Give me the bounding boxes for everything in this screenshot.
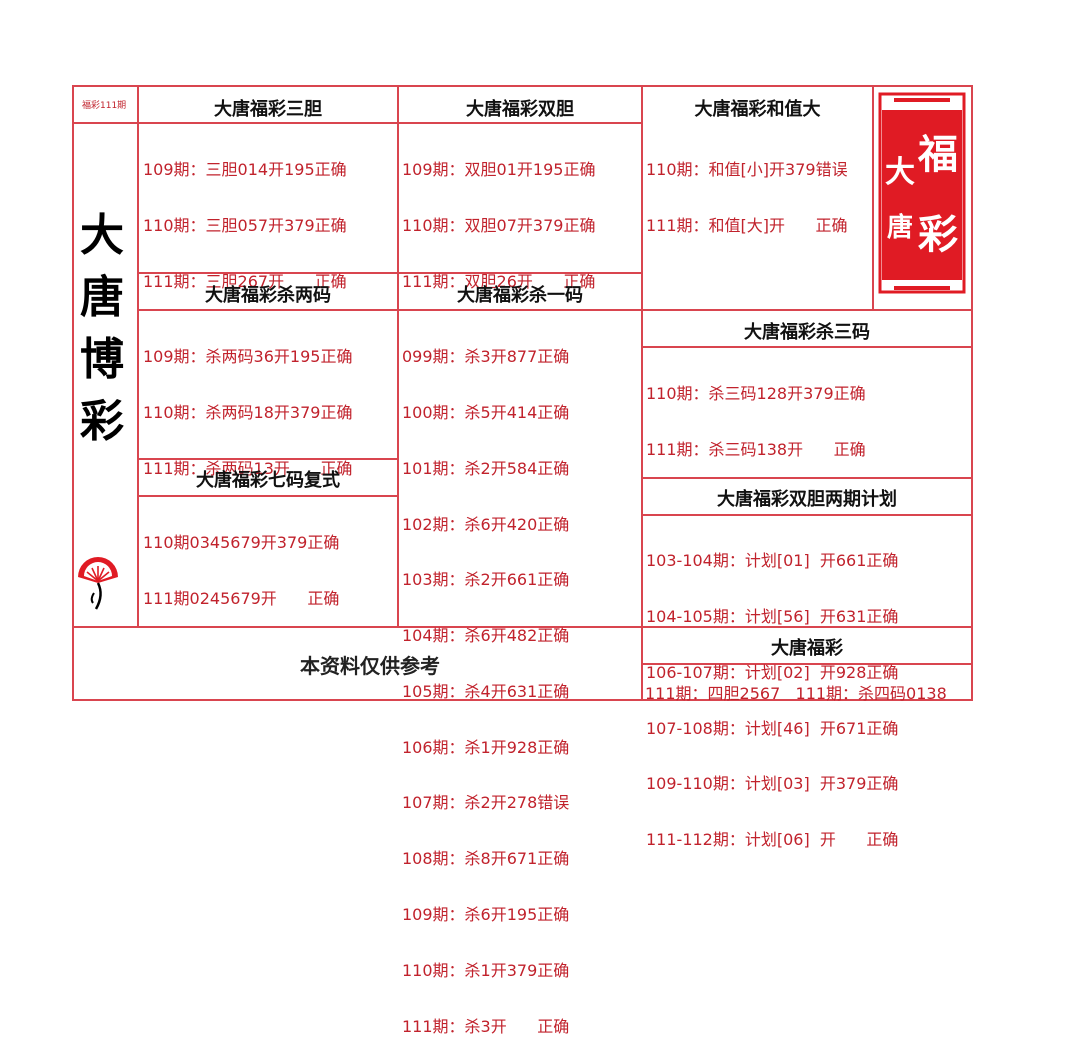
section-qima-list: 110期0345679开379正确 111期0245679开 正确: [143, 497, 339, 627]
list-item: 110期：和值[小]开379错误: [646, 160, 848, 180]
list-item: 110期0345679开379正确: [143, 533, 340, 553]
section-title-shuangdan: 大唐福彩双胆: [466, 99, 574, 120]
rule-right-5: [641, 626, 973, 628]
section-title-shayi: 大唐福彩杀一码: [457, 285, 583, 306]
list-item: 104-105期：计划[56] 开631正确: [646, 606, 899, 626]
divider-v2: [397, 85, 399, 628]
datang-summary-line: 111期：四胆2567 111期：杀四码0138: [645, 684, 947, 703]
fan-logo-icon: [78, 557, 118, 610]
brand-vertical-title: 大 唐 博 彩: [78, 205, 126, 453]
list-item: 111期0245679开 正确: [143, 588, 340, 608]
issue-label: 福彩111期: [82, 101, 127, 111]
list-item: 107-108期：计划[46] 开671正确: [646, 718, 899, 738]
datang-seal-icon: 福 彩 大 唐: [878, 92, 966, 294]
brand-char: 唐: [80, 272, 124, 323]
rule-seven-top: [137, 458, 398, 460]
list-item: 100期：杀5开414正确: [402, 402, 570, 422]
rule-seven-bottom: [137, 495, 398, 497]
rule-right-2: [641, 346, 973, 348]
list-item: 101期：杀2开584正确: [402, 458, 570, 478]
list-item: 103-104期：计划[01] 开661正确: [646, 551, 899, 571]
rule-mid-2: [137, 309, 642, 311]
list-item: 109期：三胆014开195正确: [143, 160, 347, 180]
section-title-hezhi: 大唐福彩和值大: [694, 99, 821, 120]
seal-char: 唐: [887, 212, 913, 243]
list-item: 109期：杀两码36开195正确: [143, 347, 353, 367]
list-item: 109-110期：计划[03] 开379正确: [646, 774, 899, 794]
section-shasan-list: 110期：杀三码128开379正确 111期：杀三码138开 正确: [646, 348, 866, 478]
section-title-liangqi: 大唐福彩双胆两期计划: [717, 489, 897, 510]
rule-right-1: [641, 309, 973, 311]
rule-right-3: [641, 477, 973, 479]
list-item: 106期：杀1开928正确: [402, 737, 570, 757]
list-item: 110期：杀1开379正确: [402, 960, 570, 980]
section-title-datang: 大唐福彩: [771, 638, 843, 659]
list-item: 110期：双胆07开379正确: [402, 215, 596, 235]
divider-v1: [137, 85, 139, 628]
seal-char: 彩: [918, 211, 958, 258]
list-item: 106-107期：计划[02] 开928正确: [646, 662, 899, 682]
section-hezhi-list: 110期：和值[小]开379错误 111期：和值[大]开 正确: [646, 124, 848, 254]
header-rule-left: [72, 122, 642, 124]
list-item: 110期：三胆057开379正确: [143, 215, 347, 235]
brand-char: 彩: [80, 396, 124, 447]
rule-right-4: [641, 514, 973, 516]
outer-border-bottom: [72, 699, 973, 701]
list-item: 103期：杀2开661正确: [402, 570, 570, 590]
section-sandan-list: 109期：三胆014开195正确 110期：三胆057开379正确 111期：三…: [143, 124, 347, 310]
section-title-sandan: 大唐福彩三胆: [214, 99, 322, 120]
list-item: 111期：杀三码138开 正确: [646, 439, 866, 459]
list-item: 109期：双胆01开195正确: [402, 160, 596, 180]
outer-border-top: [72, 85, 973, 87]
list-item: 111期：杀两码13开 正确: [143, 458, 353, 478]
section-shuangdan-list: 109期：双胆01开195正确 110期：双胆07开379正确 111期：双胆2…: [402, 124, 595, 310]
list-item: 111期：双胆26开 正确: [402, 271, 596, 291]
seal-char: 大: [885, 155, 915, 190]
rule-mid-1: [137, 272, 642, 274]
section-title-shasan: 大唐福彩杀三码: [744, 322, 870, 343]
list-item: 110期：杀两码18开379正确: [143, 402, 353, 422]
outer-border-left: [72, 85, 74, 701]
brand-char: 大: [80, 210, 124, 261]
divider-v3: [641, 85, 643, 701]
list-item: 111-112期：计划[06] 开 正确: [646, 830, 899, 850]
seal-char: 福: [917, 131, 958, 178]
list-item: 104期：杀6开482正确: [402, 626, 570, 646]
section-title-qima: 大唐福彩七码复式: [196, 470, 340, 491]
outer-border-right: [971, 85, 973, 701]
list-item: 111期：和值[大]开 正确: [646, 215, 848, 235]
rule-right-6: [641, 663, 973, 665]
list-item: 099期：杀3开877正确: [402, 347, 570, 367]
list-item: 107期：杀2开278错误: [402, 793, 570, 813]
divider-v4: [872, 85, 874, 310]
list-item: 102期：杀6开420正确: [402, 514, 570, 534]
section-shaliang-list: 109期：杀两码36开195正确 110期：杀两码18开379正确 111期：杀…: [143, 311, 352, 497]
list-item: 105期：杀4开631正确: [402, 681, 570, 701]
section-title-shaliang: 大唐福彩杀两码: [205, 285, 331, 306]
reference-note: 本资料仅供参考: [300, 654, 440, 678]
list-item: 111期：杀3开 正确: [402, 1016, 570, 1036]
list-item: 111期：三胆267开 正确: [143, 271, 347, 291]
rule-note-top: [72, 626, 642, 628]
list-item: 108期：杀8开671正确: [402, 849, 570, 869]
brand-char: 博: [80, 334, 124, 385]
list-item: 109期：杀6开195正确: [402, 905, 570, 924]
section-shayi-list: 099期：杀3开877正确 100期：杀5开414正确 101期：杀2开584正…: [402, 311, 569, 1055]
list-item: 110期：杀三码128开379正确: [646, 384, 866, 404]
